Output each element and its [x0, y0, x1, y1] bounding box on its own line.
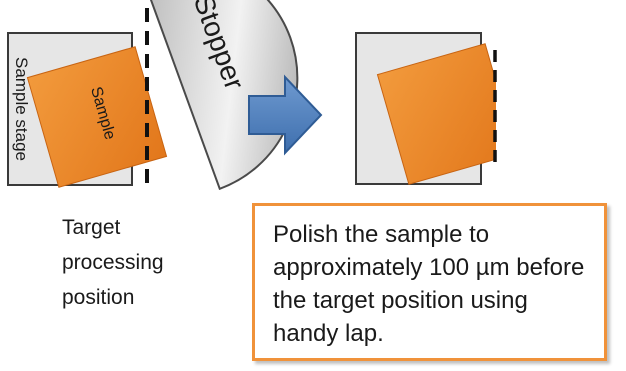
target-caption-line: position [62, 286, 135, 309]
polish-note-text: Polish the sample to approximately 100 µ… [273, 221, 585, 347]
sample-polished [376, 43, 496, 185]
polish-note-box: Polish the sample to approximately 100 µ… [252, 203, 607, 361]
sample-stage-label: Sample stage [12, 57, 31, 161]
right-arrow [248, 74, 323, 156]
target-caption: Target processing position [62, 210, 212, 315]
target-caption-line: processing [62, 251, 164, 274]
sample-left: Sample [26, 46, 168, 188]
target-caption-line: Target [62, 216, 121, 239]
